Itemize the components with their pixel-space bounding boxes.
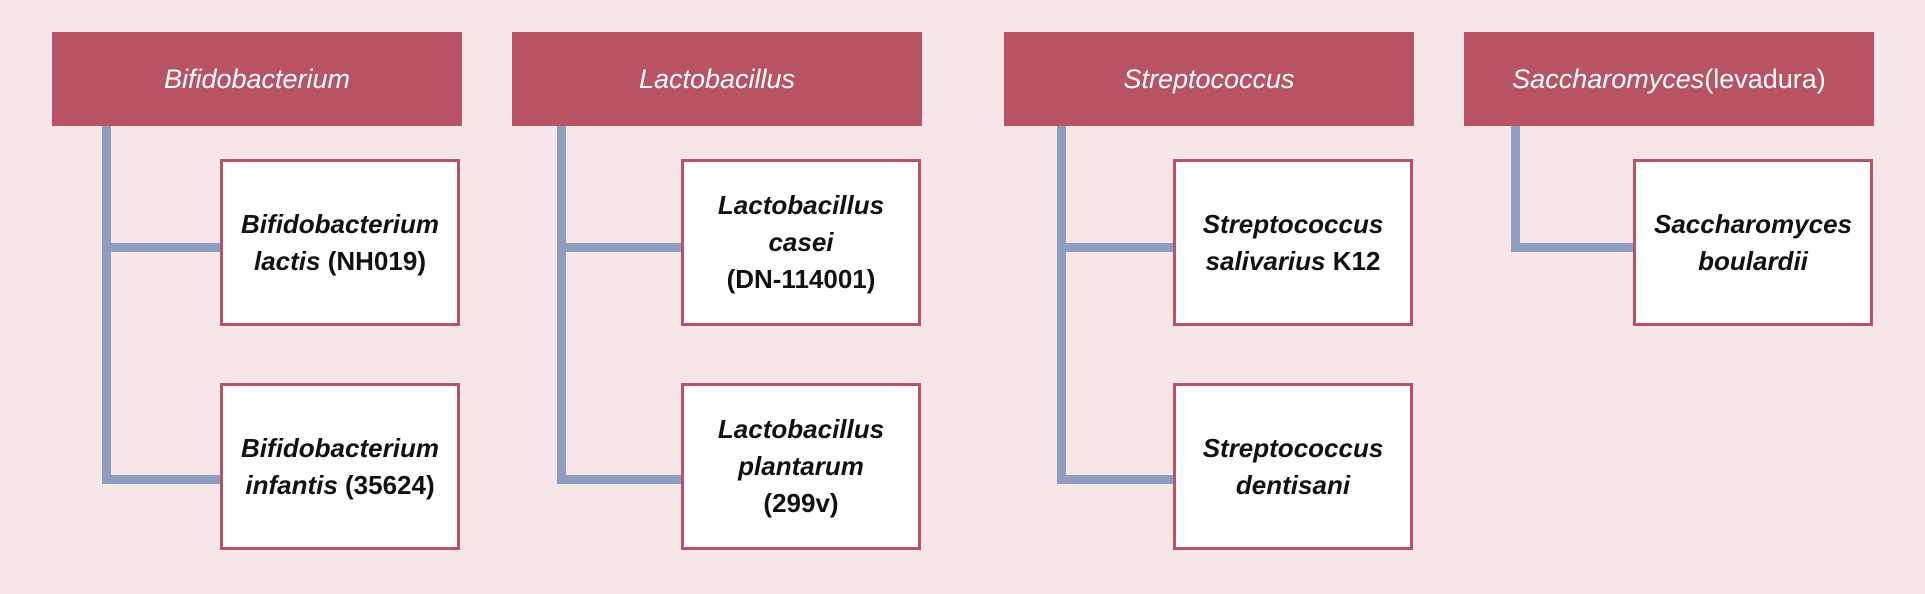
connector-trunk	[1511, 126, 1520, 252]
connector-branch	[1057, 475, 1175, 484]
connector-branch	[557, 243, 683, 252]
connector-branch	[557, 475, 683, 484]
header-genus: Saccharomyces	[1512, 63, 1705, 94]
species-box-lactobacillus-casei: Lactobacillus casei (DN-114001)	[681, 159, 921, 326]
connector-branch	[1057, 243, 1175, 252]
connector-branch	[1511, 243, 1635, 252]
group-header-bifidobacterium: Bifidobacterium	[52, 32, 462, 126]
connector-trunk	[102, 126, 111, 484]
species-label: Streptococcus dentisani	[1202, 432, 1384, 500]
species-box-bifidobacterium-infantis: Bifidobacterium infantis (35624)	[220, 383, 460, 550]
species-box-lactobacillus-plantarum: Lactobacillus plantarum (299v)	[681, 383, 921, 550]
connector-branch	[102, 243, 222, 252]
species-box-bifidobacterium-lactis: Bifidobacterium lactis (NH019)	[220, 159, 460, 326]
species-label: Lactobacillus casei (DN-114001)	[717, 190, 885, 294]
species-label: Streptococcus salivarius K12	[1202, 208, 1384, 276]
header-genus: Lactobacillus	[638, 63, 796, 94]
species-box-streptococcus-salivarius: Streptococcus salivarius K12	[1173, 159, 1413, 326]
species-label: Bifidobacterium lactis (NH019)	[241, 208, 439, 276]
connector-trunk	[1057, 126, 1066, 484]
header-genus: Bifidobacterium	[163, 63, 351, 94]
species-label: Lactobacillus plantarum (299v)	[717, 414, 885, 518]
group-header-streptococcus: Streptococcus	[1004, 32, 1414, 126]
group-header-saccharomyces: Saccharomyces (levadura)	[1464, 32, 1874, 126]
group-header-lactobacillus: Lactobacillus	[512, 32, 922, 126]
species-box-saccharomyces-boulardii: Saccharomyces boulardii	[1633, 159, 1873, 326]
species-box-streptococcus-dentisani: Streptococcus dentisani	[1173, 383, 1413, 550]
header-note: (levadura)	[1704, 63, 1826, 94]
header-genus: Streptococcus	[1123, 63, 1295, 94]
connector-trunk	[557, 126, 566, 484]
species-label: Saccharomyces boulardii	[1653, 208, 1853, 276]
species-label: Bifidobacterium infantis (35624)	[241, 432, 439, 500]
connector-branch	[102, 475, 222, 484]
